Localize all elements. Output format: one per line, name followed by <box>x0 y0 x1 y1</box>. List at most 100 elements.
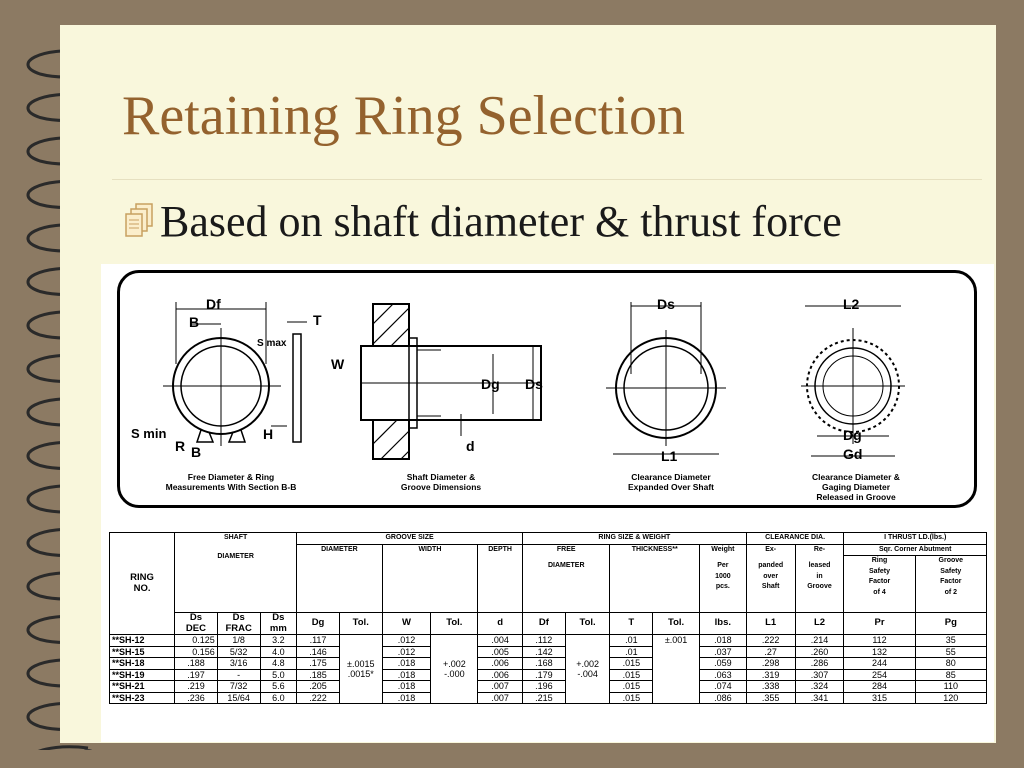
cell-frac: 15/64 <box>216 691 261 704</box>
cell-lbs: .037 <box>698 645 747 658</box>
cell-d: .006 <box>477 657 523 670</box>
cell-mm: 5.6 <box>259 680 298 693</box>
ring-diagrams <box>163 302 905 460</box>
cell-l1: .222 <box>745 634 796 647</box>
cell-w: .012 <box>381 645 432 658</box>
cell-l2: .307 <box>794 668 845 681</box>
cell-l1: .355 <box>745 691 796 704</box>
diagram-frame <box>117 270 977 508</box>
cell-d: .007 <box>477 691 523 704</box>
cell-l2: .286 <box>794 657 845 670</box>
pages-bullet-icon <box>125 202 153 237</box>
cell-frac: 1/8 <box>216 634 261 647</box>
cell-pr: 112 <box>843 634 916 647</box>
cell-l1: .319 <box>745 668 796 681</box>
cell-l1: .338 <box>745 680 796 693</box>
col-sqr-corner: Sqr. Corner Abutment <box>843 543 987 556</box>
sub-lbs: lbs. <box>698 612 747 635</box>
cell-w: .018 <box>381 691 432 704</box>
table-row: **SH-19.197-5.0.185.018.006.179.015.063.… <box>108 668 988 681</box>
cell-l2: .260 <box>794 645 845 658</box>
label-df: Df <box>206 296 221 312</box>
cell-mm: 3.2 <box>259 634 298 647</box>
label-ds-top: Ds <box>657 296 675 312</box>
cell-l1: .298 <box>745 657 796 670</box>
ring-number-cell: **SH-12 <box>108 634 176 647</box>
cell-d: .006 <box>477 668 523 681</box>
label-dg-right: Dg <box>843 427 862 443</box>
cell-dg: .117 <box>296 634 340 647</box>
cell-frac: 3/16 <box>216 657 261 670</box>
slide-title: Retaining Ring Selection <box>122 85 686 147</box>
sub-d: d <box>477 612 523 635</box>
cell-pg: 120 <box>914 691 988 704</box>
cell-pg: 35 <box>914 634 988 647</box>
cell-lbs: .074 <box>698 680 747 693</box>
label-w: W <box>331 356 345 372</box>
cell-w: .018 <box>381 657 432 670</box>
tolerance-cell: ±.0015.0015* <box>338 634 383 704</box>
col-groove-diameter: DIAMETER <box>296 543 383 613</box>
cell-dg: .175 <box>296 657 340 670</box>
col-groove-depth: DEPTH <box>477 543 523 613</box>
col-ring-size-weight: RING SIZE & WEIGHT <box>522 532 747 545</box>
cell-d: .004 <box>477 634 523 647</box>
sub-t: T <box>609 612 654 635</box>
cell-l1: .27 <box>745 645 796 658</box>
cell-t: .015 <box>609 680 654 693</box>
caption-free-diameter: Free Diameter & Ring Measurements With S… <box>165 472 297 492</box>
sub-l2: L2 <box>794 612 845 635</box>
tolerance-cell: ±.001 <box>652 634 700 704</box>
ring-number-cell: **SH-18 <box>108 657 176 670</box>
cell-pr: 254 <box>843 668 916 681</box>
cell-t: .01 <box>609 645 654 658</box>
cell-d: .005 <box>477 645 523 658</box>
caption-shaft-groove: Shaft Diameter & Groove Dimensions <box>400 472 482 492</box>
cell-pg: 110 <box>914 680 988 693</box>
col-groove-width: WIDTH <box>381 543 479 613</box>
cell-dg: .205 <box>296 680 340 693</box>
cell-dec: 0.125 <box>174 634 218 647</box>
label-ds: Ds <box>525 376 543 392</box>
bullet-item: Based on shaft diameter & thrust force <box>122 196 842 247</box>
cell-pr: 244 <box>843 657 916 670</box>
col-clearance: CLEARANCE DIA. <box>745 532 845 545</box>
cell-lbs: .063 <box>698 668 747 681</box>
cell-mm: 4.0 <box>259 645 298 658</box>
cell-dec: .219 <box>174 680 218 693</box>
cell-df: .112 <box>522 634 566 647</box>
cell-t: .015 <box>609 668 654 681</box>
cell-mm: 6.0 <box>259 691 298 704</box>
binding-hole <box>83 749 93 750</box>
cell-dg: .185 <box>296 668 340 681</box>
sub-t-tol: Tol. <box>652 612 700 635</box>
sub-df: Df <box>522 612 566 635</box>
cell-pg: 85 <box>914 668 988 681</box>
ring-number-cell: **SH-15 <box>108 645 176 658</box>
cell-d: .007 <box>477 680 523 693</box>
tolerance-cell: +.002-.004 <box>564 634 611 704</box>
cell-t: .015 <box>609 691 654 704</box>
cell-l2: .341 <box>794 691 845 704</box>
cell-pr: 315 <box>843 691 916 704</box>
sub-w: W <box>381 612 432 635</box>
spiral-ring <box>38 745 89 750</box>
label-l1: L1 <box>661 448 678 464</box>
sub-dg: Dg <box>296 612 340 635</box>
ring-number-cell: **SH-21 <box>108 680 176 693</box>
label-s-min: S min <box>131 426 167 441</box>
cell-w: .012 <box>381 634 432 647</box>
cell-df: .215 <box>522 691 566 704</box>
cell-t: .01 <box>609 634 654 647</box>
